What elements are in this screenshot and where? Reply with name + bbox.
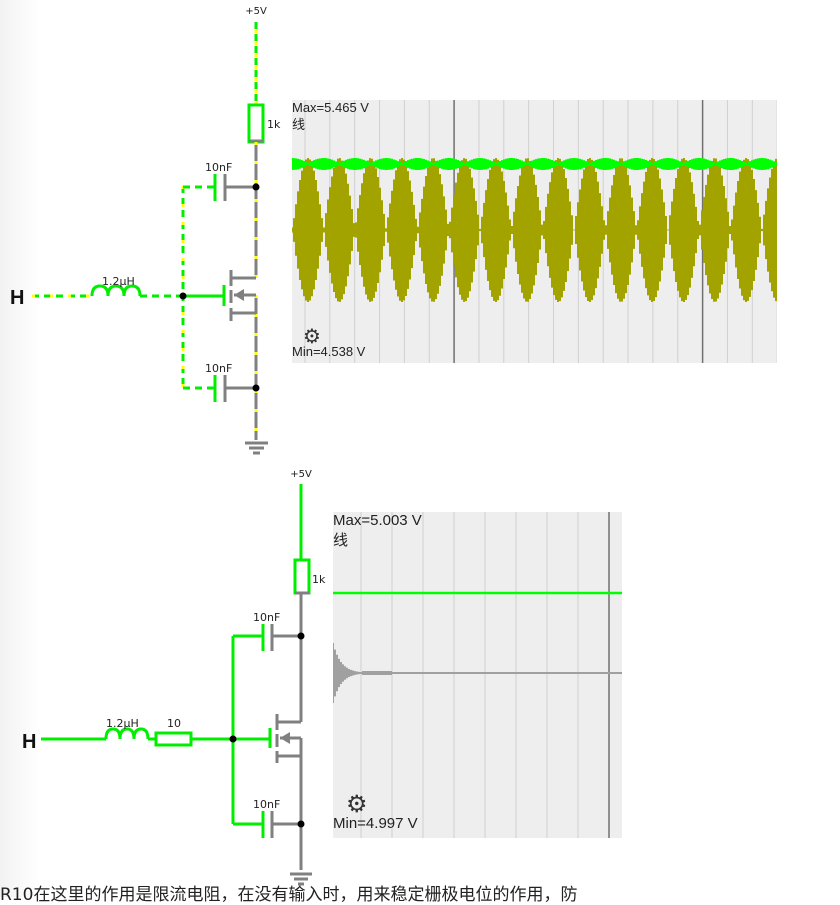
oscilloscope-1[interactable]: Max=5.465 V 线 ⚙ Min=4.538 V (292, 100, 777, 363)
junction-dot (297, 632, 305, 640)
junction-dot (252, 183, 260, 191)
resistor-label: 1k (267, 118, 281, 131)
scope-max-label-2: Max=5.003 V (333, 512, 422, 529)
scope-min-label: Min=4.538 V (292, 344, 366, 359)
junction-dot (297, 820, 305, 828)
input-label[interactable]: H (10, 287, 24, 309)
inductor-2[interactable] (104, 727, 150, 740)
junction-dot (179, 292, 187, 300)
inductor-1[interactable] (90, 284, 142, 297)
inductor-label: 1.2µH (102, 275, 135, 288)
resistor-1k[interactable] (247, 103, 265, 144)
scope-min-label-2: Min=4.997 V (333, 815, 418, 832)
supply-label-2: +5V (290, 469, 312, 480)
gate-resistor-label: 10 (167, 717, 181, 730)
gate-resistor-10[interactable] (154, 731, 193, 747)
junction-dot (252, 384, 260, 392)
scope-max-label: Max=5.465 V (292, 100, 369, 115)
trace-voltage (292, 158, 777, 170)
trace-current (292, 158, 777, 302)
explanation-text: R10在这里的作用是限流电阻，在没有输入时，用来稳定栅极电位的作用，防 (0, 885, 578, 905)
mosfet-arrow-2 (280, 732, 290, 744)
junction-dot (229, 735, 237, 743)
scope-2-plot (333, 512, 622, 838)
input-label-2[interactable]: H (22, 731, 36, 753)
gear-icon[interactable]: ⚙ (303, 324, 321, 348)
scope-trace-label: 线 (292, 117, 306, 132)
capacitor-top-label-2: 10nF (253, 611, 280, 624)
capacitor-bottom-label-2: 10nF (253, 798, 280, 811)
scope-1-plot (292, 100, 777, 363)
circuit-1-wires (32, 22, 268, 455)
resistor-label-2: 1k (312, 573, 326, 586)
left-margin-shade (0, 0, 40, 897)
inductor-label-2: 1.2µH (106, 717, 139, 730)
mosfet-arrow (234, 289, 244, 301)
gear-icon[interactable]: ⚙ (346, 790, 368, 818)
scope-trace-label-2: 线 (333, 532, 349, 549)
supply-label: +5V (245, 6, 267, 17)
circuit-2-wires (41, 484, 312, 886)
resistor-1k-2[interactable] (293, 558, 311, 595)
capacitor-bottom-label: 10nF (205, 362, 232, 375)
capacitor-top-label: 10nF (205, 161, 232, 174)
oscilloscope-2[interactable]: Max=5.003 V 线 ⚙ Min=4.997 V (333, 512, 622, 838)
